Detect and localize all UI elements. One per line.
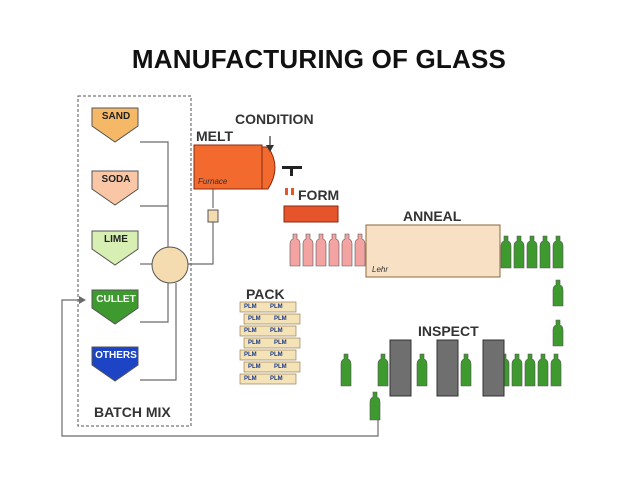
green-bottle	[524, 353, 536, 387]
green-bottle	[552, 319, 564, 347]
pack-crate	[243, 361, 301, 373]
green-bottle	[552, 279, 564, 307]
pack-crate	[239, 301, 297, 313]
hopper-label-sand: SAND	[101, 111, 131, 122]
green-bottle	[539, 235, 551, 269]
lehr-label: Lehr	[372, 265, 389, 274]
condition-arrow	[266, 145, 274, 152]
pack-stack	[239, 301, 301, 385]
pack-crate	[239, 325, 297, 337]
pack-box-label: PLM	[248, 340, 261, 346]
gob-shear	[282, 166, 302, 169]
hot-bottle	[354, 233, 366, 267]
hopper-label-lime: LIME	[104, 234, 128, 245]
green-bottle	[460, 353, 472, 387]
hopper-label-cullet: CULLET	[96, 294, 136, 305]
green-bottle	[526, 235, 538, 269]
pack-box-label: PLM	[244, 376, 257, 382]
green-bottle	[513, 235, 525, 269]
green-bottles	[340, 235, 564, 421]
pack-label: PACK	[246, 286, 285, 302]
green-bottle	[511, 353, 523, 387]
hopper-sand	[91, 107, 139, 143]
pack-box-label: PLM	[244, 328, 257, 334]
batch-mix-box	[77, 95, 192, 427]
pack-box-label: PLM	[274, 316, 287, 322]
green-bottle	[552, 235, 564, 269]
form-machine	[283, 205, 339, 223]
furnace	[193, 144, 263, 190]
pack-crate	[243, 337, 301, 349]
inspection-machine-1	[389, 339, 412, 397]
hopper-cullet	[91, 289, 139, 325]
hot-bottle	[289, 233, 301, 267]
inspection-machine-3	[482, 339, 505, 397]
pack-box-label: PLM	[248, 316, 261, 322]
hopper-label-soda: SODA	[101, 174, 131, 185]
pack-box-label: PLM	[270, 304, 283, 310]
pack-box-label: PLM	[274, 340, 287, 346]
hopper-soda	[91, 170, 139, 206]
batch-feeder	[207, 209, 219, 223]
hot-bottles	[289, 233, 366, 267]
hopper-label-others: OTHERS	[95, 350, 137, 361]
hopper-others	[91, 346, 139, 382]
hopper-connectors	[61, 141, 379, 437]
pack-box-label: PLM	[270, 376, 283, 382]
hot-bottle	[328, 233, 340, 267]
green-bottle	[550, 353, 562, 387]
inspection-machine-2	[436, 339, 459, 397]
pack-crate	[243, 313, 301, 325]
mixer-drum	[151, 246, 189, 284]
pack-box-label: PLM	[244, 304, 257, 310]
furnace-label: Furnace	[198, 177, 228, 186]
batch-mix-label: BATCH MIX	[94, 404, 171, 420]
melt-label: MELT	[196, 128, 234, 144]
green-bottle	[537, 353, 549, 387]
pack-box-label: PLM	[248, 364, 261, 370]
hot-bottle	[315, 233, 327, 267]
anneal-label: ANNEAL	[403, 208, 462, 224]
gob-drop-1	[285, 188, 288, 195]
pack-box-label: PLM	[270, 352, 283, 358]
hot-bottle	[341, 233, 353, 267]
page-title: MANUFACTURING OF GLASS	[131, 44, 507, 74]
pack-crate	[239, 349, 297, 361]
condition-label: CONDITION	[235, 111, 314, 127]
inspect-label: INSPECT	[418, 323, 479, 339]
green-bottle	[416, 353, 428, 387]
green-bottle	[500, 235, 512, 269]
hot-bottle	[302, 233, 314, 267]
pack-box-label: PLM	[244, 352, 257, 358]
pack-box-label: PLM	[270, 328, 283, 334]
green-bottle	[340, 353, 352, 387]
gob-drop-2	[291, 188, 294, 195]
lehr	[365, 224, 501, 278]
green-bottle	[377, 353, 389, 387]
conditioner	[261, 146, 276, 190]
return-arrow-head	[79, 296, 86, 304]
pack-crate	[239, 373, 297, 385]
form-label: FORM	[298, 187, 340, 203]
pack-box-label: PLM	[274, 364, 287, 370]
gob-shear-stem	[290, 169, 293, 176]
green-bottle	[369, 391, 381, 421]
hopper-lime	[91, 230, 139, 266]
